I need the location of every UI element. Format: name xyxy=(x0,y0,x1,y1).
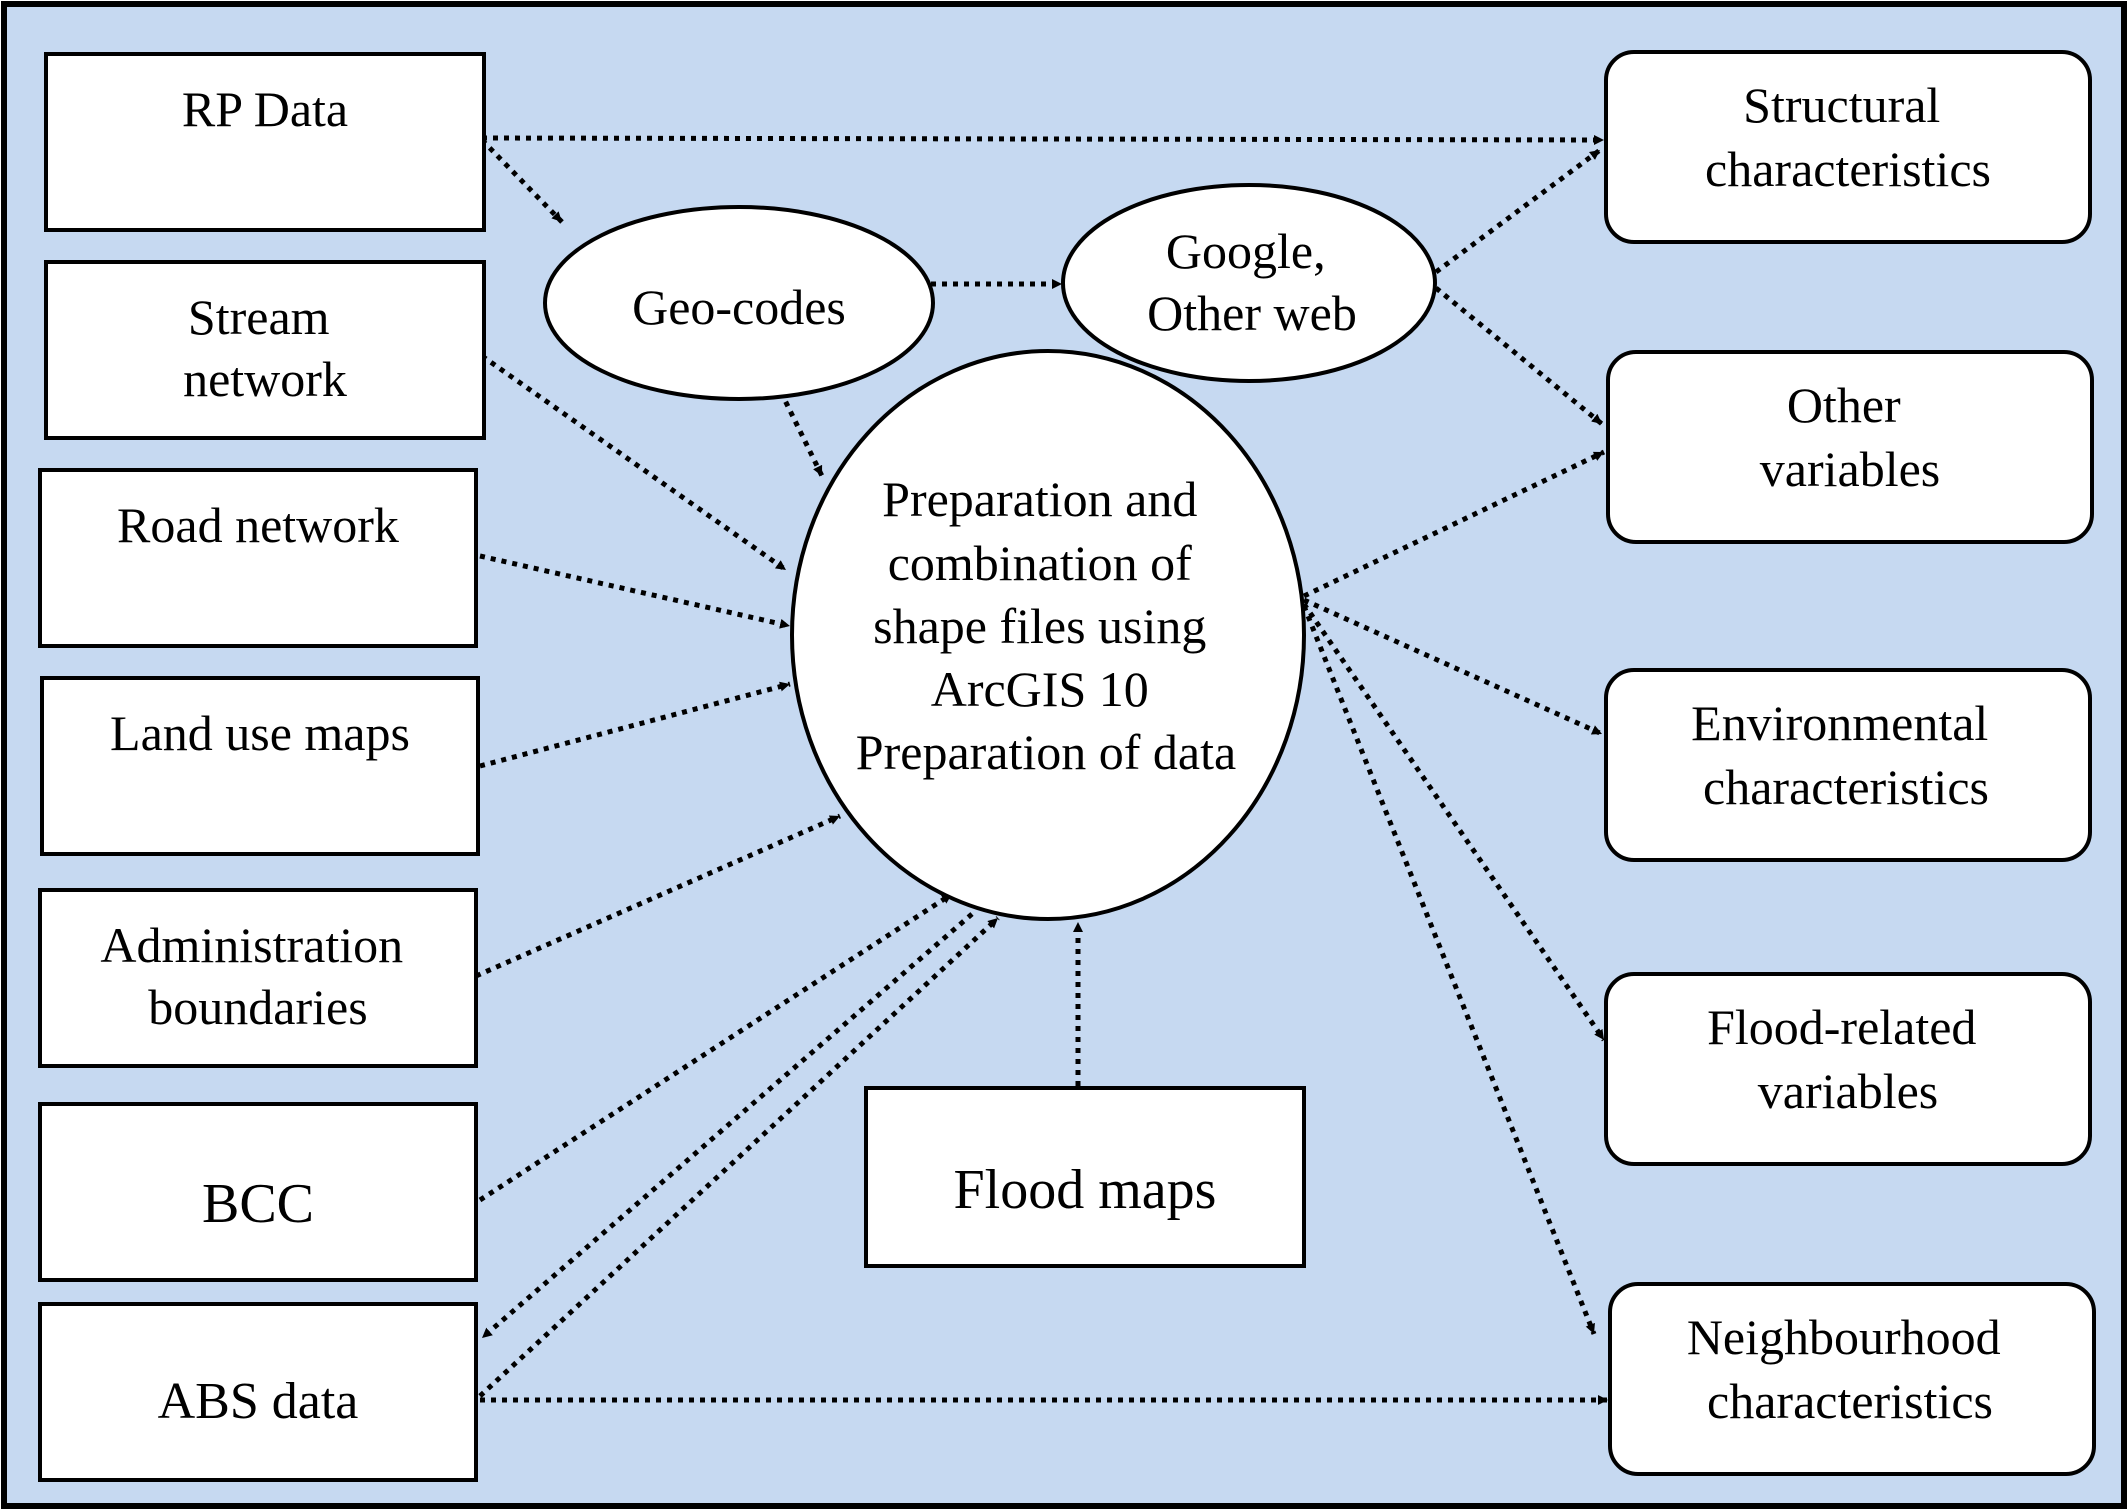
arrow-administration-boundaries-to-preparation xyxy=(474,813,842,979)
node-bcc-label: BCC xyxy=(202,1173,314,1235)
node-administration-boundaries-box xyxy=(38,888,478,1068)
node-stream-network-line-2: network xyxy=(183,351,347,407)
node-environmental-characteristics-line-2: characteristics xyxy=(1703,759,1989,815)
node-environmental-characteristics-box xyxy=(1604,668,2092,862)
node-preparation-line-3: shape files using xyxy=(873,598,1206,654)
node-environmental-characteristics-label: Environmental characteristics xyxy=(1691,695,2001,815)
node-structural-characteristics-box xyxy=(1604,50,2092,244)
node-preparation-label: Preparation and combination of shape fil… xyxy=(856,471,1236,780)
node-other-variables-line-2: variables xyxy=(1760,441,1940,497)
node-road-network-box xyxy=(38,468,478,648)
node-preparation-line-2: combination of xyxy=(888,535,1192,591)
node-land-use-maps: Land use maps xyxy=(40,676,480,856)
node-flood-related-variables-line-1: Flood-related xyxy=(1707,999,1976,1055)
node-other-variables: Other variables xyxy=(1606,350,2094,544)
node-stream-network-line-1: Stream xyxy=(188,289,330,345)
arrow-preparation-to-abs-data xyxy=(480,912,974,1340)
node-road-network: Road network xyxy=(38,468,478,648)
arrow-preparation-to-neighbourhood xyxy=(1301,605,1597,1335)
node-structural-characteristics: Structural characteristics xyxy=(1604,50,2092,244)
arrow-abs-data-to-preparation xyxy=(478,916,1000,1398)
arrow-google-other-web-to-other-variables xyxy=(1434,286,1604,426)
arrow-preparation-to-other-variables xyxy=(1302,449,1606,599)
node-google-other-web-shape xyxy=(1061,183,1437,383)
node-abs-data-label: ABS data xyxy=(158,1373,359,1430)
node-neighbourhood-characteristics-line-1: Neighbourhood xyxy=(1687,1309,2001,1365)
node-neighbourhood-characteristics-line-2: characteristics xyxy=(1707,1373,1993,1429)
node-flood-related-variables-box xyxy=(1604,972,2092,1166)
node-administration-boundaries-label: Administration boundaries xyxy=(100,917,415,1035)
node-land-use-maps-label: Land use maps xyxy=(110,705,410,761)
node-flood-maps-box xyxy=(864,1086,1306,1268)
node-flood-related-variables: Flood-related variables xyxy=(1604,972,2092,1166)
node-administration-boundaries-line-1: Administration xyxy=(100,917,403,973)
node-rp-data: RP Data xyxy=(44,52,486,232)
node-rp-data-label: RP Data xyxy=(182,81,348,137)
node-preparation-line-5: Preparation of data xyxy=(856,724,1236,780)
node-google-other-web-line-1: Google, xyxy=(1166,223,1326,279)
connector-layer xyxy=(474,134,1608,1405)
node-bcc: BCC xyxy=(38,1102,478,1282)
node-flood-maps-label: Flood maps xyxy=(954,1159,1217,1221)
node-neighbourhood-characteristics-label: Neighbourhood characteristics xyxy=(1687,1309,2013,1429)
node-road-network-label: Road network xyxy=(117,497,399,553)
node-flood-related-variables-line-2: variables xyxy=(1758,1063,1938,1119)
node-other-variables-line-1: Other xyxy=(1787,377,1901,433)
node-structural-characteristics-line-2: characteristics xyxy=(1705,141,1991,197)
node-administration-boundaries: Administration boundaries xyxy=(38,888,478,1068)
node-flood-maps: Flood maps xyxy=(864,1086,1306,1268)
node-preparation: Preparation and combination of shape fil… xyxy=(790,349,1306,921)
arrow-land-use-maps-to-preparation xyxy=(479,681,791,769)
node-bcc-box xyxy=(38,1102,478,1282)
node-flood-related-variables-label: Flood-related variables xyxy=(1707,999,1989,1119)
node-environmental-characteristics-line-1: Environmental xyxy=(1691,695,1988,751)
node-preparation-line-1: Preparation and xyxy=(882,471,1197,527)
arrow-rp-data-to-structural xyxy=(481,134,1605,145)
node-abs-data-box xyxy=(38,1302,478,1482)
node-preparation-shape xyxy=(790,349,1306,921)
node-geo-codes: Geo-codes xyxy=(543,205,935,401)
arrow-rp-data-to-geo-codes xyxy=(480,138,564,224)
node-stream-network: Stream network xyxy=(44,260,486,440)
node-abs-data: ABS data xyxy=(38,1302,478,1482)
node-google-other-web: Google, Other web xyxy=(1061,183,1437,383)
node-environmental-characteristics: Environmental characteristics xyxy=(1604,668,2092,862)
node-administration-boundaries-line-2: boundaries xyxy=(148,979,367,1035)
node-neighbourhood-characteristics-box xyxy=(1608,1282,2096,1476)
node-geo-codes-shape xyxy=(543,205,935,401)
node-structural-characteristics-line-1: Structural xyxy=(1743,77,1940,133)
node-google-other-web-label: Google, Other web xyxy=(1147,223,1357,341)
arrow-preparation-to-flood-related xyxy=(1301,602,1607,1042)
node-structural-characteristics-label: Structural characteristics xyxy=(1705,77,1991,197)
node-preparation-line-4: ArcGIS 10 xyxy=(931,661,1149,717)
node-stream-network-label: Stream network xyxy=(183,289,347,407)
node-geo-codes-label: Geo-codes xyxy=(632,279,846,335)
node-other-variables-label: Other variables xyxy=(1760,377,1940,497)
arrow-stream-network-to-preparation xyxy=(480,353,788,573)
node-neighbourhood-characteristics: Neighbourhood characteristics xyxy=(1608,1282,2096,1476)
node-rp-data-box xyxy=(44,52,486,232)
arrow-road-network-to-preparation xyxy=(479,553,791,629)
node-other-variables-box xyxy=(1606,350,2094,544)
node-stream-network-box xyxy=(44,260,486,440)
node-land-use-maps-box xyxy=(40,676,480,856)
node-google-other-web-line-2: Other web xyxy=(1147,285,1357,341)
arrow-google-other-web-to-structural xyxy=(1434,147,1602,275)
